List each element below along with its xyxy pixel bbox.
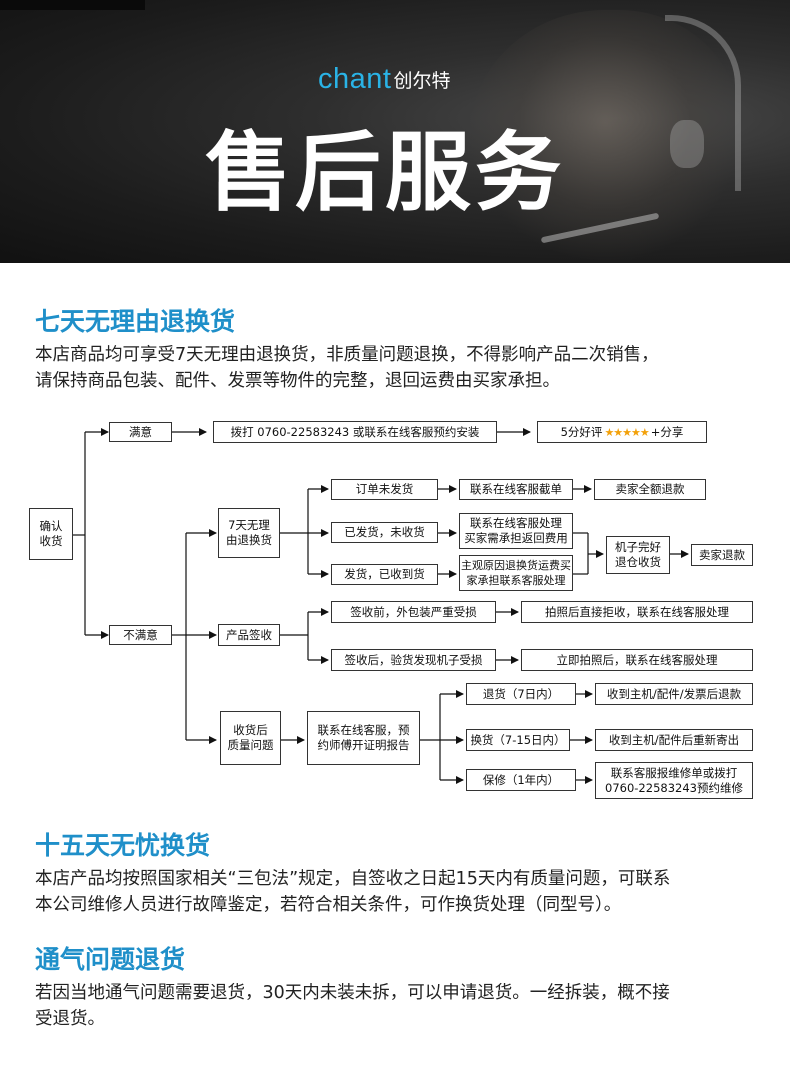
node-machine-intact: 机子完好退仓收货	[606, 536, 670, 574]
node-text: 7天无理	[228, 518, 270, 532]
node-text: 退仓收货	[615, 555, 661, 569]
text-line: 本公司维修人员进行故障鉴定，若符合相关条件，可作换货处理（同型号）。	[35, 895, 622, 915]
node-text: 买家需承担返回费用	[464, 531, 568, 545]
node-seven-day-return: 7天无理由退换货	[218, 508, 280, 558]
node-unsatisfied: 不满意	[109, 625, 172, 645]
node-seller-refund: 卖家退款	[691, 544, 753, 566]
text-line: 受退货。	[35, 1009, 105, 1029]
node-contact-intercept: 联系在线客服截单	[459, 479, 573, 500]
review-label: 5分好评	[560, 424, 603, 439]
section-title-seven-day: 七天无理由退换货	[35, 307, 236, 336]
flowchart-connectors	[73, 428, 689, 784]
node-return-7-day: 退货（7日内）	[466, 683, 576, 705]
text-line: 请保持商品包装、配件、发票等物件的完整，退回运费由买家承担。	[35, 371, 560, 391]
node-photo-contact: 立即拍照后，联系在线客服处理	[521, 649, 753, 671]
node-confirm-receipt: 确认收货	[29, 508, 73, 560]
node-quality-issue: 收货后质量问题	[220, 711, 281, 765]
node-text: 联系在线客服，预	[317, 723, 410, 737]
node-full-refund: 卖家全额退款	[594, 479, 706, 500]
node-shipped-not-received: 已发货，未收货	[331, 522, 438, 543]
section-title-fifteen-day: 十五天无忧换货	[35, 831, 211, 860]
node-text: 由退换货	[226, 533, 272, 547]
section-text-ventilation-return: 若因当地通气问题需要退货，30天内未装未拆，可以申请退货。一经拆装，概不接 受退…	[35, 980, 760, 1032]
review-share: +分享	[650, 424, 684, 439]
hero-top-strip	[0, 0, 145, 10]
node-reject-photo: 拍照后直接拒收，联系在线客服处理	[521, 601, 753, 623]
node-text: 质量问题	[227, 738, 274, 752]
page-title: 售后服务	[205, 123, 565, 223]
node-text: 约师傅开证明报告	[317, 738, 410, 752]
node-five-star-review: 5分好评 ★★★★★ +分享	[537, 421, 707, 443]
node-warranty: 保修（1年内）	[466, 769, 576, 791]
node-text: 收货	[39, 534, 63, 548]
node-text: 联系在线客服处理	[470, 516, 562, 530]
node-before-sign: 签收前，外包装严重受损	[331, 601, 496, 623]
node-text: 0760-22583243预约维修	[605, 780, 743, 795]
node-product-sign: 产品签收	[218, 624, 280, 646]
node-text: 收货后	[233, 723, 268, 737]
star-rating-icon: ★★★★★	[604, 425, 649, 439]
node-text: 家承担联系客服处理	[466, 574, 566, 587]
brand-logo-cn: 创尔特	[393, 69, 451, 92]
node-return-action: 收到主机/配件/发票后退款	[595, 683, 753, 705]
section-title-ventilation-return: 通气问题退货	[35, 945, 186, 974]
text-line: 本店商品均可享受7天无理由退换货，非质量问题退换，不得影响产品二次销售，	[35, 345, 659, 365]
node-exchange-action: 收到主机/配件后重新寄出	[595, 729, 753, 751]
headset-earcup-icon	[670, 120, 704, 168]
node-text: 机子完好	[615, 540, 661, 554]
node-contact-handle: 联系在线客服处理买家需承担返回费用	[459, 513, 573, 549]
node-call-install: 拨打 0760-22583243 或联系在线客服预约安装	[213, 421, 497, 443]
node-exchange: 换货（7-15日内）	[466, 729, 570, 751]
text-line: 本店产品均按照国家相关“三包法”规定，自签收之日起15天内有质量问题，可联系	[35, 869, 671, 889]
node-not-shipped: 订单未发货	[331, 479, 438, 500]
section-text-fifteen-day: 本店产品均按照国家相关“三包法”规定，自签收之日起15天内有质量问题，可联系 本…	[35, 866, 760, 918]
text-line: 若因当地通气问题需要退货，30天内未装未拆，可以申请退货。一经拆装，概不接	[35, 983, 670, 1003]
node-text: 联系客服报维修单或拨打	[610, 765, 738, 780]
after-sales-flowchart: 确认收货 满意 不满意 拨打 0760-22583243 或联系在线客服预约安装…	[0, 405, 790, 825]
brand-logo-en: chant	[318, 62, 392, 95]
node-text: 主观原因退换货运费买	[461, 559, 571, 572]
node-text: 确认	[39, 519, 63, 533]
node-satisfied: 满意	[109, 422, 172, 442]
hero-banner: chant 创尔特 售后服务	[0, 0, 790, 263]
node-shipped-received: 发货，已收到货	[331, 564, 438, 585]
section-text-seven-day: 本店商品均可享受7天无理由退换货，非质量问题退换，不得影响产品二次销售， 请保持…	[35, 342, 760, 394]
brand-logo: chant 创尔特	[318, 62, 450, 96]
node-after-sign: 签收后，验货发现机子受损	[331, 649, 496, 671]
node-contact-repair-report: 联系在线客服，预约师傅开证明报告	[307, 711, 420, 765]
node-subjective-return: 主观原因退换货运费买家承担联系客服处理	[459, 555, 573, 591]
